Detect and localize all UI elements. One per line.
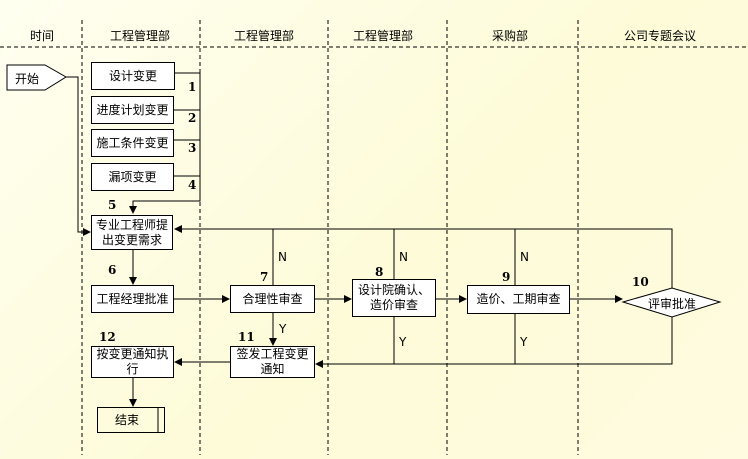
header-engineering-3: 工程管理部 xyxy=(352,29,413,43)
no-label: N xyxy=(278,250,287,264)
step-6-number: 6 xyxy=(108,263,117,277)
step-10-review-approval: 评审批准 xyxy=(647,297,696,311)
yes-label: Y xyxy=(520,335,528,349)
step-8-number: 8 xyxy=(375,265,384,279)
header-company-meeting: 公司专题会议 xyxy=(623,29,696,43)
yes-label: Y xyxy=(279,322,287,336)
no-label: N xyxy=(520,250,529,264)
step-12-number: 12 xyxy=(99,330,116,344)
change-number: 4 xyxy=(188,178,197,192)
header-procurement: 采购部 xyxy=(491,29,528,43)
step-11-issue-change-notice: 签发工程变更通知 xyxy=(230,346,315,378)
header-time: 时间 xyxy=(29,29,54,43)
change-omission: 漏项变更 xyxy=(91,163,174,191)
header-engineering-2: 工程管理部 xyxy=(233,29,294,43)
header-engineering-1: 工程管理部 xyxy=(109,29,170,43)
step-10-number: 10 xyxy=(632,275,649,289)
lane-dividers xyxy=(0,20,748,455)
step-7-number: 7 xyxy=(260,270,269,284)
step-7-reasonableness-review: 合理性审查 xyxy=(230,285,315,313)
change-number: 3 xyxy=(188,141,197,155)
change-number: 1 xyxy=(188,80,197,94)
end-box: 结束 xyxy=(97,407,165,433)
step-9-cost-schedule-review: 造价、工期审查 xyxy=(467,285,570,314)
step-9-number: 9 xyxy=(502,270,511,284)
decision-diamond xyxy=(621,287,722,318)
yes-label: Y xyxy=(399,335,407,349)
start-label: 开始 xyxy=(14,72,39,86)
change-schedule: 进度计划变更 xyxy=(91,96,174,124)
no-label: N xyxy=(399,250,408,264)
step-12-execute-change: 按变更通知执行 xyxy=(91,346,174,378)
change-number: 2 xyxy=(188,111,197,125)
step-8-design-institute-review: 设计院确认、造价审查 xyxy=(352,279,436,317)
step-5-number: 5 xyxy=(108,198,117,212)
change-design: 设计变更 xyxy=(91,62,175,90)
step-5-engineer-request: 专业工程师提出变更需求 xyxy=(91,215,173,250)
change-site-conditions: 施工条件变更 xyxy=(91,129,174,157)
step-6-manager-approval: 工程经理批准 xyxy=(91,285,174,313)
start-shape xyxy=(6,64,67,91)
step-11-number: 11 xyxy=(238,330,255,344)
